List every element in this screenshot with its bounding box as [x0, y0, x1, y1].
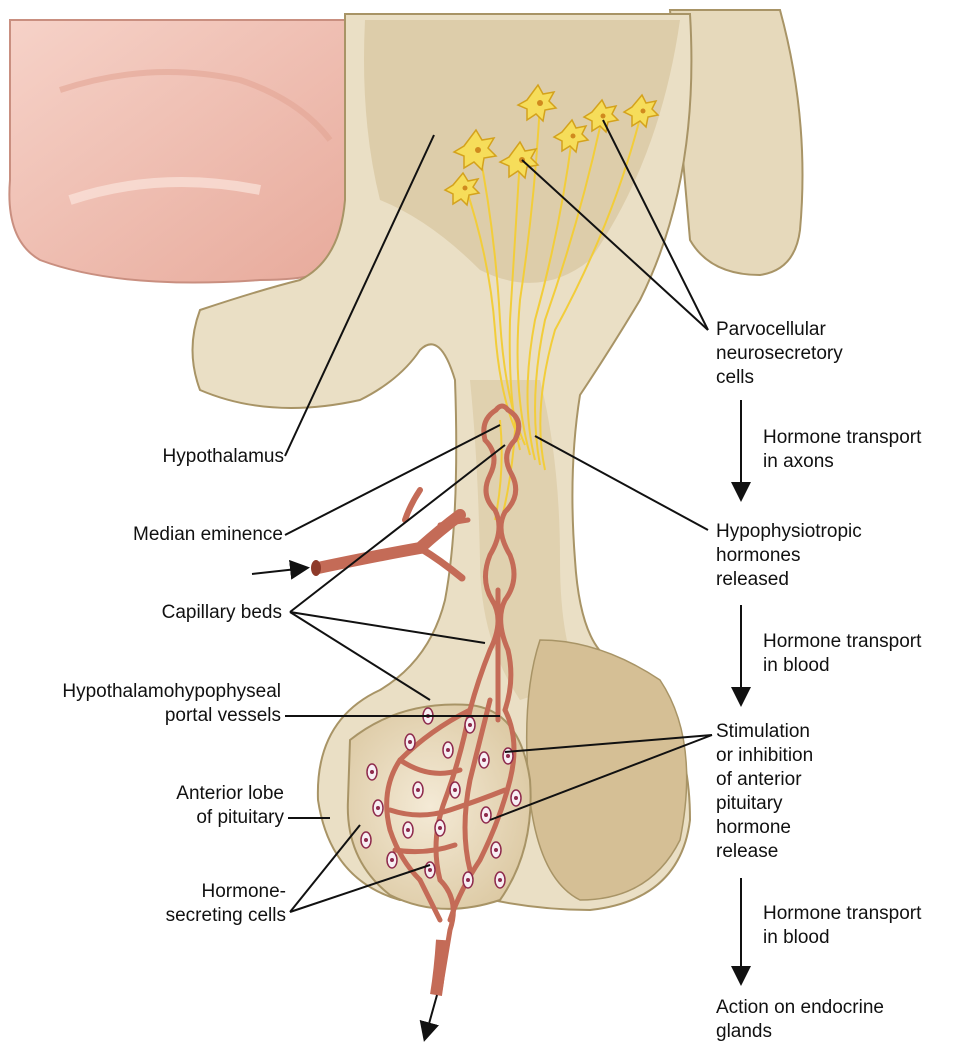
label-transport-axons: Hormone transport in axons	[763, 427, 922, 472]
label-median-eminence: Median eminence	[133, 524, 283, 545]
label-hormone-secreting-cells: Hormone- secreting cells	[165, 881, 286, 926]
label-stimulation: Stimulation or inhibition of anterior pi…	[716, 721, 814, 862]
label-hypothalamus: Hypothalamus	[162, 446, 284, 467]
label-hypophysiotropic: Hypophysiotropic hormones released	[716, 521, 862, 590]
label-portal-vessels: Hypothalamohypophyseal portal vessels	[62, 681, 281, 726]
leader-lines	[284, 119, 713, 913]
label-action-endocrine: Action on endocrine glands	[716, 997, 884, 1042]
incoming-artery	[312, 487, 471, 582]
hypothalamus-right-lobe	[668, 9, 804, 277]
label-parvocellular: Parvocellular neurosecretory cells	[716, 319, 843, 388]
brain-tissue	[8, 19, 369, 284]
label-transport-blood-2: Hormone transport in blood	[763, 903, 922, 948]
portal-vessel-network	[384, 403, 522, 993]
posterior-lobe	[525, 639, 688, 901]
label-capillary-beds: Capillary beds	[161, 602, 282, 623]
label-anterior-lobe: Anterior lobe of pituitary	[176, 783, 284, 828]
flow-arrows	[251, 400, 751, 1042]
outgoing-vein	[430, 939, 448, 996]
label-transport-blood-1: Hormone transport in blood	[763, 631, 922, 676]
axon-bundle	[464, 101, 643, 526]
